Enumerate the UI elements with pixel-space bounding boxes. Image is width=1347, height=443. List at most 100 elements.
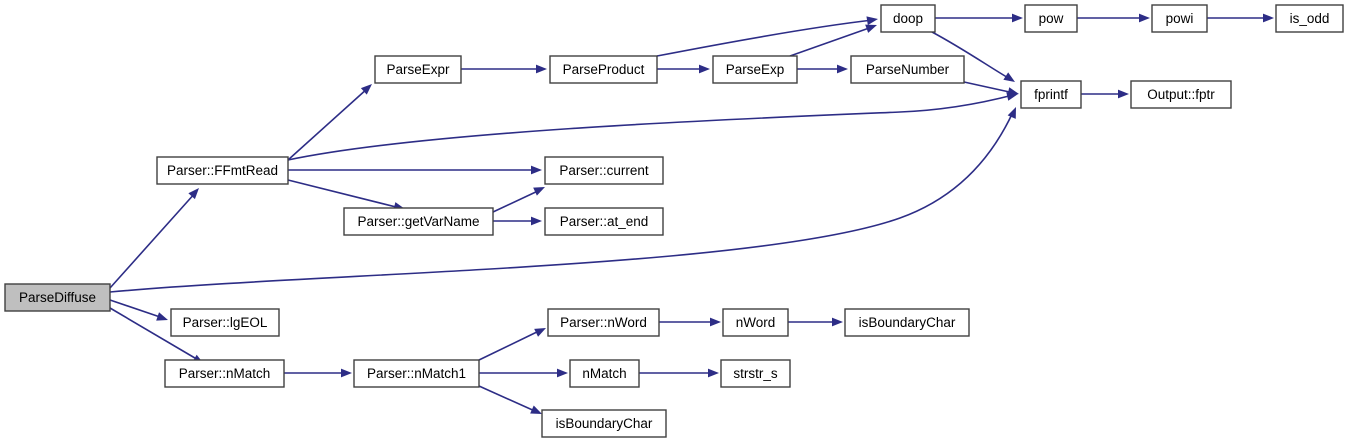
node-box[interactable]: [720, 359, 791, 388]
node-box[interactable]: [164, 359, 285, 388]
node-fprintf[interactable]: fprintf: [1020, 80, 1082, 109]
node-ParsernWord[interactable]: Parser::nWord: [547, 308, 660, 337]
node-nMatch[interactable]: nMatch: [569, 359, 640, 388]
node-box[interactable]: [541, 409, 667, 438]
node-isBoundaryCharBot[interactable]: isBoundaryChar: [541, 409, 667, 438]
node-box[interactable]: [544, 156, 664, 185]
arrow-head-icon: [530, 405, 542, 414]
node-box[interactable]: [4, 283, 111, 312]
arrow-head-icon: [156, 312, 168, 321]
node-strstr_s[interactable]: strstr_s: [720, 359, 791, 388]
arrow-head-icon: [188, 188, 199, 200]
edge-line: [789, 26, 873, 57]
node-box[interactable]: [1024, 4, 1078, 33]
edge-doop-to-pow: [935, 13, 1023, 23]
edge-ParserFFmtRead-to-ParseExpr: [287, 84, 372, 161]
edge-ParserFFmtRead-to-Parsercurrent: [288, 165, 542, 175]
node-box[interactable]: [374, 55, 462, 84]
edge-ParseExp-to-ParseNumber: [797, 64, 848, 74]
node-Outputfptr[interactable]: Output::fptr: [1130, 80, 1232, 109]
node-ParserFFmtRead[interactable]: Parser::FFmtRead: [156, 156, 289, 185]
node-box[interactable]: [544, 207, 664, 236]
edge-line: [478, 385, 538, 413]
edge-ParsernMatch-to-ParsernMatch1: [284, 368, 352, 378]
edge-ParseExp-to-doop: [789, 24, 877, 57]
node-Parsercurrent[interactable]: Parser::current: [544, 156, 664, 185]
node-ParserlgEOL[interactable]: Parser::lgEOL: [170, 308, 280, 337]
node-box[interactable]: [156, 156, 289, 185]
node-ParseNumber[interactable]: ParseNumber: [850, 55, 965, 84]
edge-line: [931, 31, 1011, 80]
edge-line: [109, 307, 201, 362]
edge-line: [492, 189, 541, 213]
node-box[interactable]: [547, 308, 660, 337]
node-box[interactable]: [850, 55, 965, 84]
arrow-head-icon: [837, 64, 848, 74]
node-is_odd[interactable]: is_odd: [1275, 4, 1344, 33]
arrow-head-icon: [710, 317, 721, 327]
arrow-head-icon: [1263, 13, 1274, 23]
arrow-head-icon: [1007, 87, 1019, 96]
node-ParsergetVarName[interactable]: Parser::getVarName: [343, 207, 494, 236]
edge-ParsernMatch1-to-nMatch: [479, 368, 568, 378]
node-box[interactable]: [569, 359, 640, 388]
node-pow[interactable]: pow: [1024, 4, 1078, 33]
edge-ParsernWord-to-nWord: [659, 317, 721, 327]
node-Parserat_end[interactable]: Parser::at_end: [544, 207, 664, 236]
edge-ParseNumber-to-fprintf: [963, 81, 1019, 96]
arrow-head-icon: [360, 84, 372, 95]
edge-doop-to-fprintf: [931, 31, 1015, 82]
arrow-head-icon: [341, 368, 352, 378]
arrow-head-icon: [1003, 72, 1015, 82]
node-box[interactable]: [353, 359, 480, 388]
node-box[interactable]: [1020, 80, 1082, 109]
node-ParseDiffuse[interactable]: ParseDiffuse: [4, 283, 111, 312]
node-box[interactable]: [170, 308, 280, 337]
edge-ParsergetVarName-to-Parserat_end: [493, 216, 542, 226]
edge-line: [963, 81, 1015, 94]
node-box[interactable]: [880, 4, 936, 33]
node-box[interactable]: [1275, 4, 1344, 33]
arrow-head-icon: [534, 328, 546, 337]
node-ParsernMatch[interactable]: Parser::nMatch: [164, 359, 285, 388]
edge-ParseDiffuse-to-fprintf: [109, 107, 1016, 293]
edge-line: [287, 94, 1014, 161]
node-doop[interactable]: doop: [880, 4, 936, 33]
arrow-head-icon: [1007, 107, 1016, 119]
node-box[interactable]: [1151, 4, 1208, 33]
node-isBoundaryCharTop[interactable]: isBoundaryChar: [844, 308, 970, 337]
edge-ParsergetVarName-to-Parsercurrent: [492, 187, 545, 213]
arrow-head-icon: [866, 16, 878, 26]
node-box[interactable]: [712, 55, 798, 84]
arrow-head-icon: [708, 368, 719, 378]
edge-layer: [109, 13, 1274, 414]
edge-line: [109, 191, 197, 289]
node-box[interactable]: [1130, 80, 1232, 109]
edge-ParseDiffuse-to-ParserlgEOL: [109, 299, 168, 321]
arrow-head-icon: [699, 64, 710, 74]
node-box[interactable]: [722, 308, 789, 337]
arrow-head-icon: [531, 165, 542, 175]
edge-ParseExpr-to-ParseProduct: [461, 64, 547, 74]
node-ParseProduct[interactable]: ParseProduct: [549, 55, 658, 84]
node-nWord[interactable]: nWord: [722, 308, 789, 337]
node-ParseExpr[interactable]: ParseExpr: [374, 55, 462, 84]
edge-ParserFFmtRead-to-fprintf: [287, 92, 1018, 161]
node-box[interactable]: [343, 207, 494, 236]
edge-nMatch-to-strstr_s: [639, 368, 719, 378]
edge-ParseDiffuse-to-ParserFFmtRead: [109, 188, 199, 289]
node-powi[interactable]: powi: [1151, 4, 1208, 33]
arrow-head-icon: [536, 64, 547, 74]
edge-line: [109, 111, 1014, 293]
node-box[interactable]: [844, 308, 970, 337]
node-ParseExp[interactable]: ParseExp: [712, 55, 798, 84]
node-box[interactable]: [549, 55, 658, 84]
arrow-head-icon: [557, 368, 568, 378]
arrow-head-icon: [832, 317, 843, 327]
edge-ParseProduct-to-ParseExp: [657, 64, 710, 74]
node-ParsernMatch1[interactable]: Parser::nMatch1: [353, 359, 480, 388]
arrow-head-icon: [531, 216, 542, 226]
edge-fprintf-to-Outputfptr: [1081, 89, 1129, 99]
